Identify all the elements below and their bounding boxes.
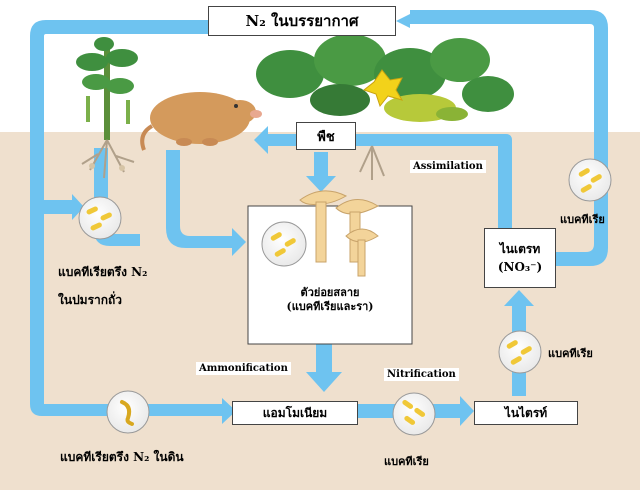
plant-label: พืช [317,129,335,145]
arrow-decomposer-to-ammonium [306,342,342,392]
mushrooms [299,190,380,277]
nitrifying-bacteria-bottom-label: แบคทีเรีย [384,455,429,468]
bean-plant [76,37,138,179]
atmosphere-box: N₂ ในบรรยากาศ [208,6,396,36]
bacteria-bubble-nitrifying-bottom [392,392,436,436]
bacteria-bubble-soil [106,390,150,434]
nitrite-box: ไนไตรท์ [474,401,578,425]
mole [140,92,262,151]
nitrate-label: ไนเตรท [499,242,541,256]
atmosphere-label: N₂ ในบรรยากาศ [245,12,359,30]
bacteria-bubble-root [78,196,122,240]
bacteria-bubble-decomposer [261,221,307,267]
arrow-left-into-roots [44,194,84,220]
arrow-mole-to-decomposer [166,150,246,256]
decomposer-label-line1: ตัวย่อยสลาย [300,286,360,299]
nitrate-box: ไนเตรท (NO₃⁻) [484,228,556,288]
bacteria-bubble-denitrifying [568,158,612,202]
assimilation-label: Assimilation [410,160,486,173]
bacteria-bubble-nitrifying-right [498,330,542,374]
plant-box: พืช [296,122,356,150]
nitrite-label: ไนไตรท์ [504,405,548,420]
nitrification-label: Nitrification [384,368,459,381]
root-fixers-label: แบคทีเรียตรึง N₂ ในปมรากถั่ว [58,258,147,314]
nitrate-formula: (NO₃⁻) [497,260,543,274]
soil-fixers-label: แบคทีเรียตรึง N₂ ในดิน [60,450,184,464]
root-fixers-line2: ในปมรากถั่ว [58,293,123,307]
arrow-nitrate-to-plant [254,126,512,228]
root-fixers-line1: แบคทีเรียตรึง N₂ [58,265,148,279]
ammonium-box: แอมโมเนียม [232,401,358,425]
ammonification-label: Ammonification [196,362,291,375]
denitrifying-bacteria-label: แบคทีเรีย [560,213,605,226]
squash-plant [256,34,514,180]
nitrifying-bacteria-right-label: แบคทีเรีย [548,347,593,360]
decomposer-label-line2: (แบคทีเรียและรา) [286,300,374,313]
arrow-plant-to-decomposer [306,152,336,192]
ammonium-label: แอมโมเนียม [262,405,328,420]
decomposer-label: ตัวย่อยสลาย (แบคทีเรียและรา) [256,286,404,314]
